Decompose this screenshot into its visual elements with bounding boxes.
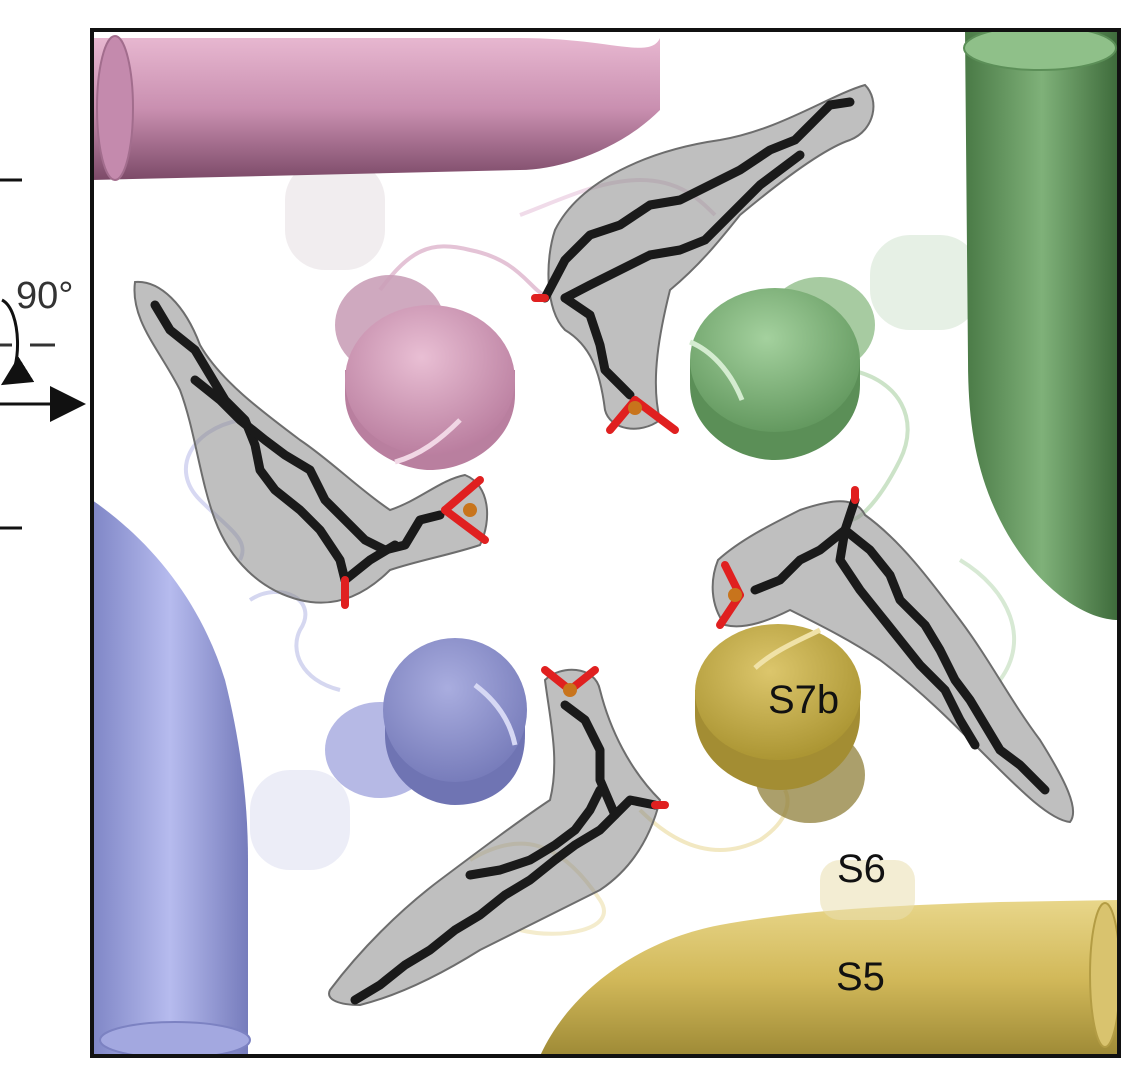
label-s5: S5 <box>836 955 885 999</box>
pink-helix-tube <box>92 35 660 181</box>
figure-frame <box>90 28 1121 1058</box>
label-s7b: S7b <box>768 678 839 722</box>
rotation-label: 90° <box>16 275 73 317</box>
blue-short-helix <box>325 638 527 805</box>
blue-helix-tube <box>92 500 251 1056</box>
yellow-helix-tube <box>540 860 1119 1056</box>
green-helix-tube <box>963 30 1119 620</box>
lipid-densities <box>133 83 1075 1007</box>
green-short-helix <box>689 277 875 460</box>
orientation-indicator: 90° <box>0 178 86 530</box>
lipid-headgroups <box>341 294 859 809</box>
pink-short-helix <box>335 275 515 470</box>
lipid-molecules <box>150 97 1050 1005</box>
label-s6: S6 <box>837 847 886 891</box>
yellow-short-helix <box>695 624 865 823</box>
